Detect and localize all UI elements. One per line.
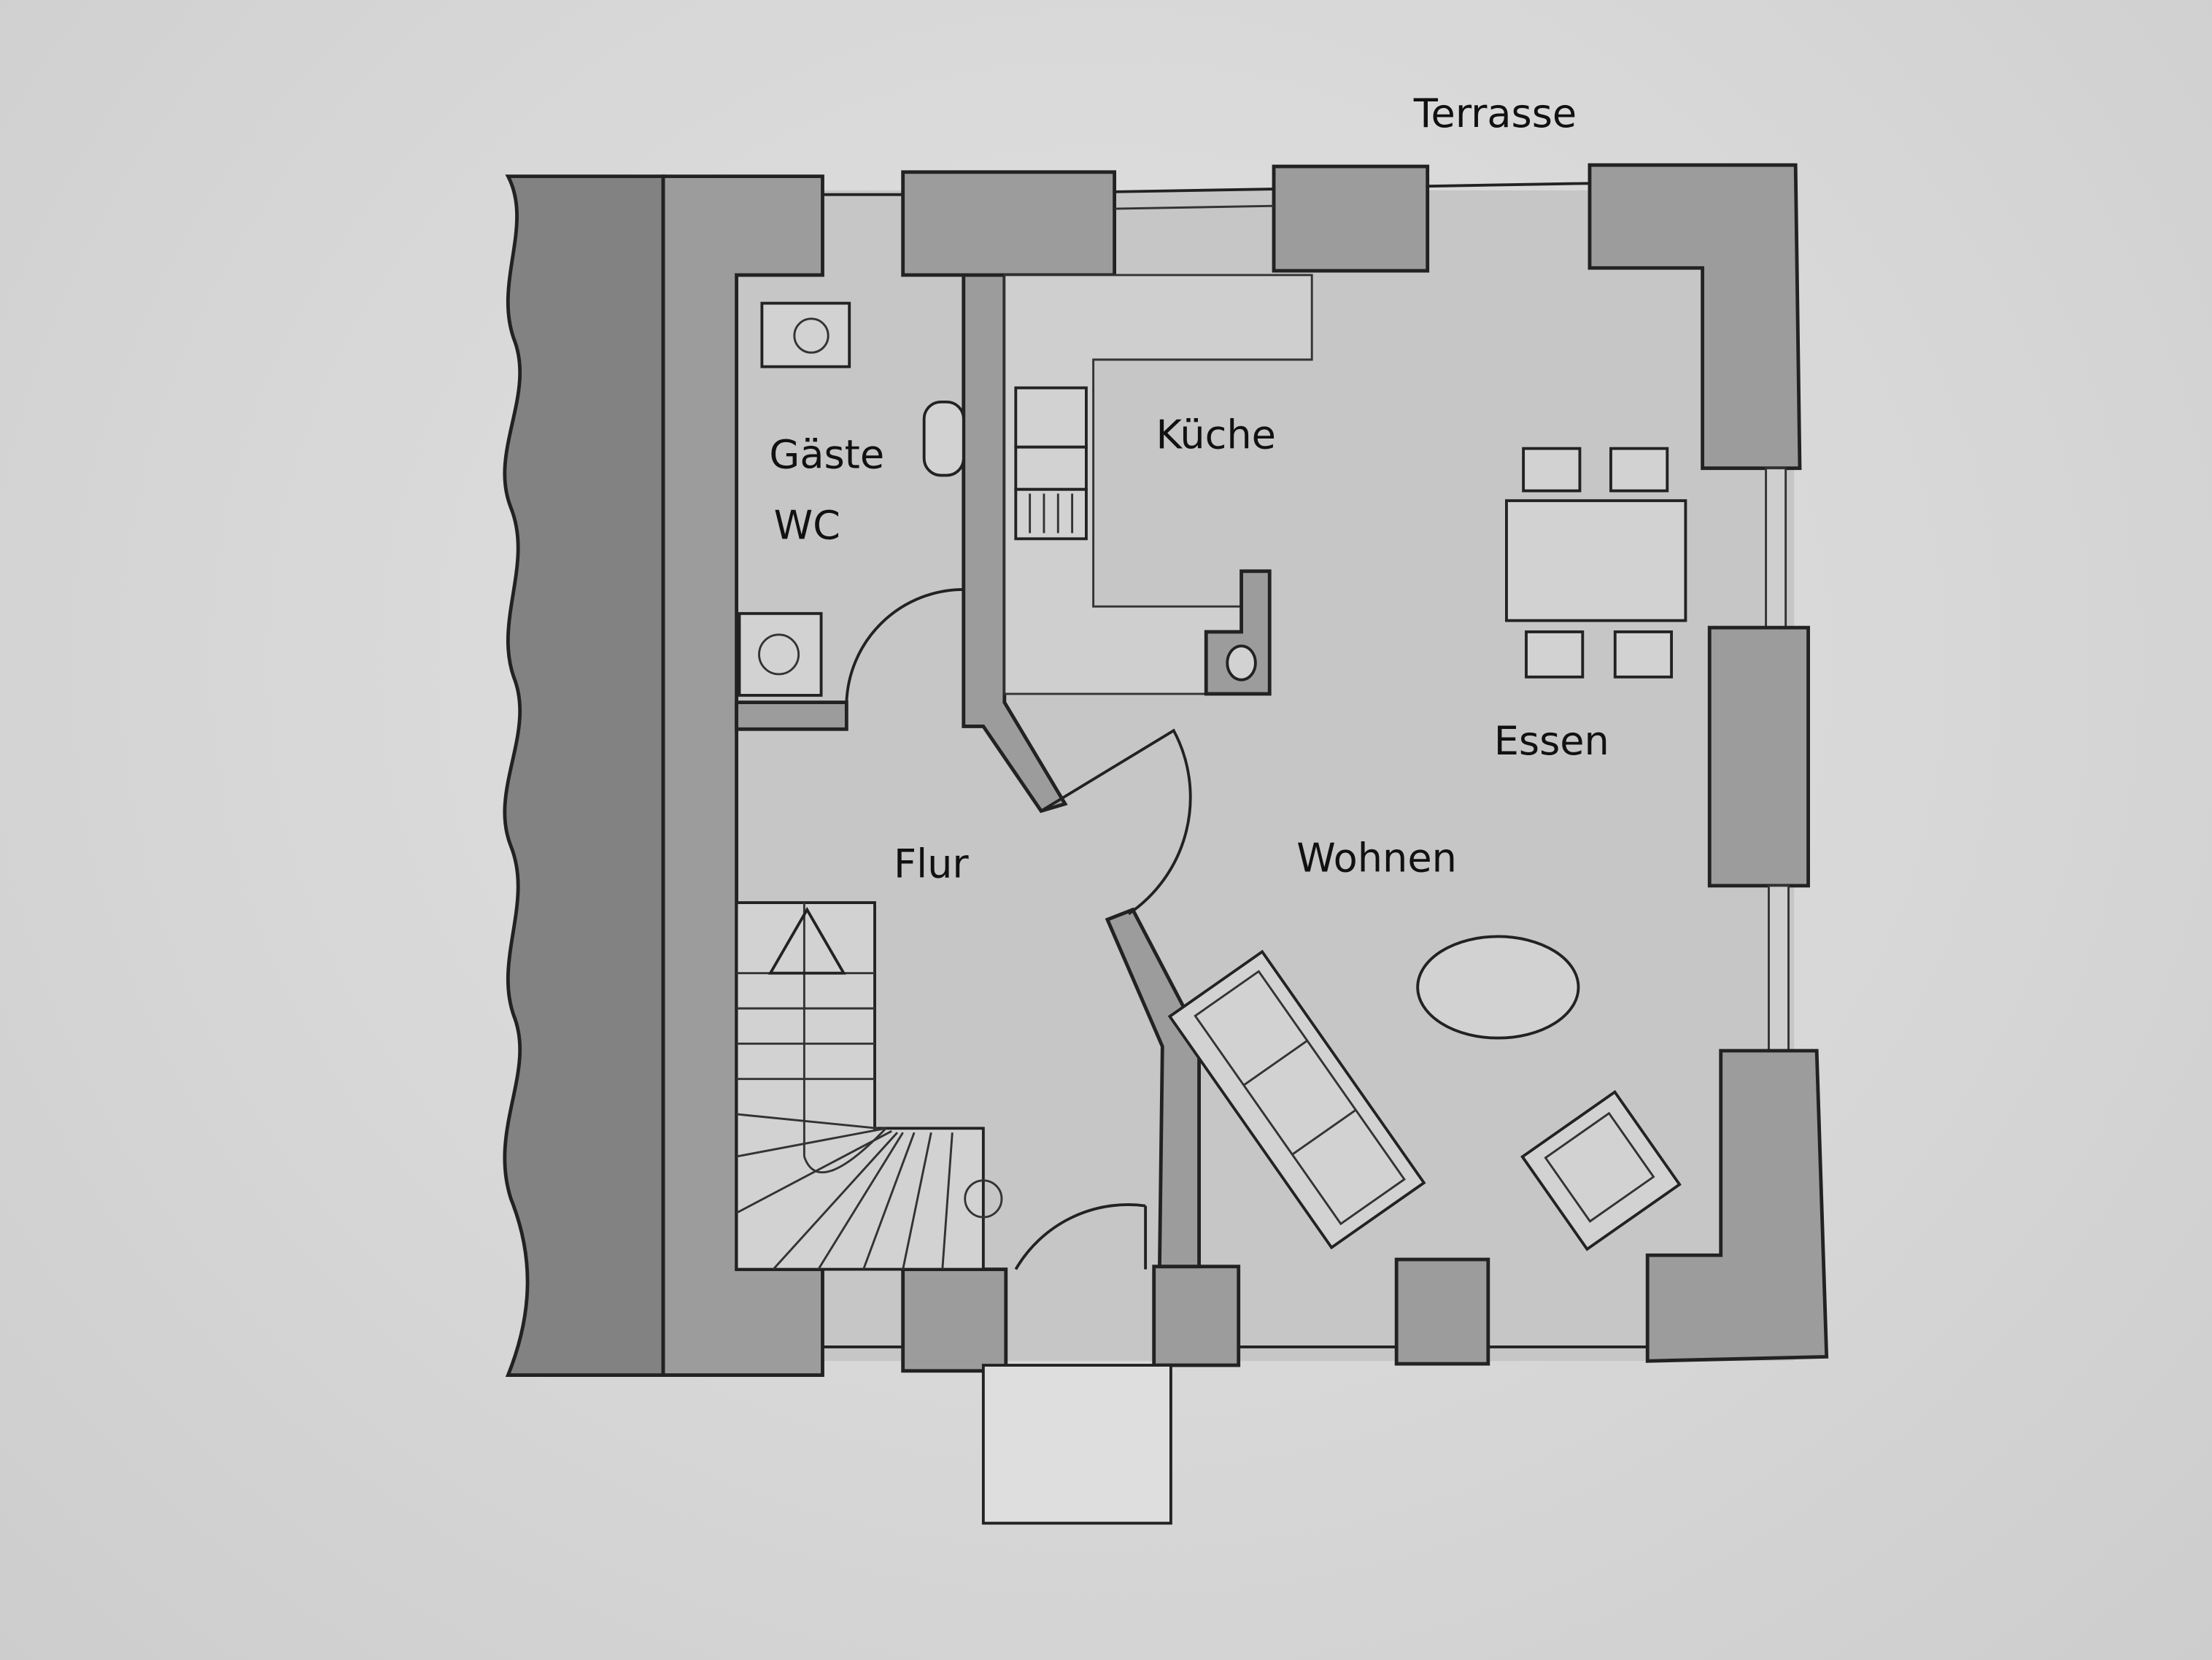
wc-bottom-wall [735,700,848,731]
label-terrace: Terrasse [1413,90,1577,136]
chimney-flue [1226,644,1257,682]
neighbor-wall [503,174,665,1377]
label-kitchen: Küche [1156,412,1276,458]
label-dining: Essen [1494,718,1609,764]
bottom-pier [1394,1257,1490,1366]
top-pier [1272,164,1430,273]
label-guest-wc: Gäste [769,432,884,478]
armchair [1520,1089,1682,1251]
fridge [1014,386,1088,449]
toilet [760,301,851,368]
top-pier [901,170,1117,277]
wc-sink [922,400,965,477]
living-door-swing [1040,728,1192,916]
top-right-corner-wall [1588,163,1802,471]
staircase [735,901,1003,1271]
wc-cabinet [738,611,823,697]
label-guest-wc-2: WC [774,502,840,548]
rug [1416,935,1580,1040]
bottom-pier [901,1267,1008,1373]
bottom-pier [1152,1265,1241,1367]
label-living: Wohnen [1296,835,1457,881]
bottom-right-corner-wall [1645,1049,1829,1363]
entrance-step [981,1364,1172,1525]
sofa [1167,949,1426,1250]
dishwasher [1014,487,1088,541]
oven [1014,445,1088,491]
stair-arrow-icon [767,906,846,975]
dining-table-set [1505,447,1687,679]
right-window [1765,467,1787,629]
top-windows [822,182,1590,210]
right-window [1768,884,1790,1052]
entrance-door-swing [1014,1203,1148,1270]
label-hallway: Flur [894,841,969,887]
right-pier [1707,625,1810,888]
wc-door-swing [845,588,964,703]
